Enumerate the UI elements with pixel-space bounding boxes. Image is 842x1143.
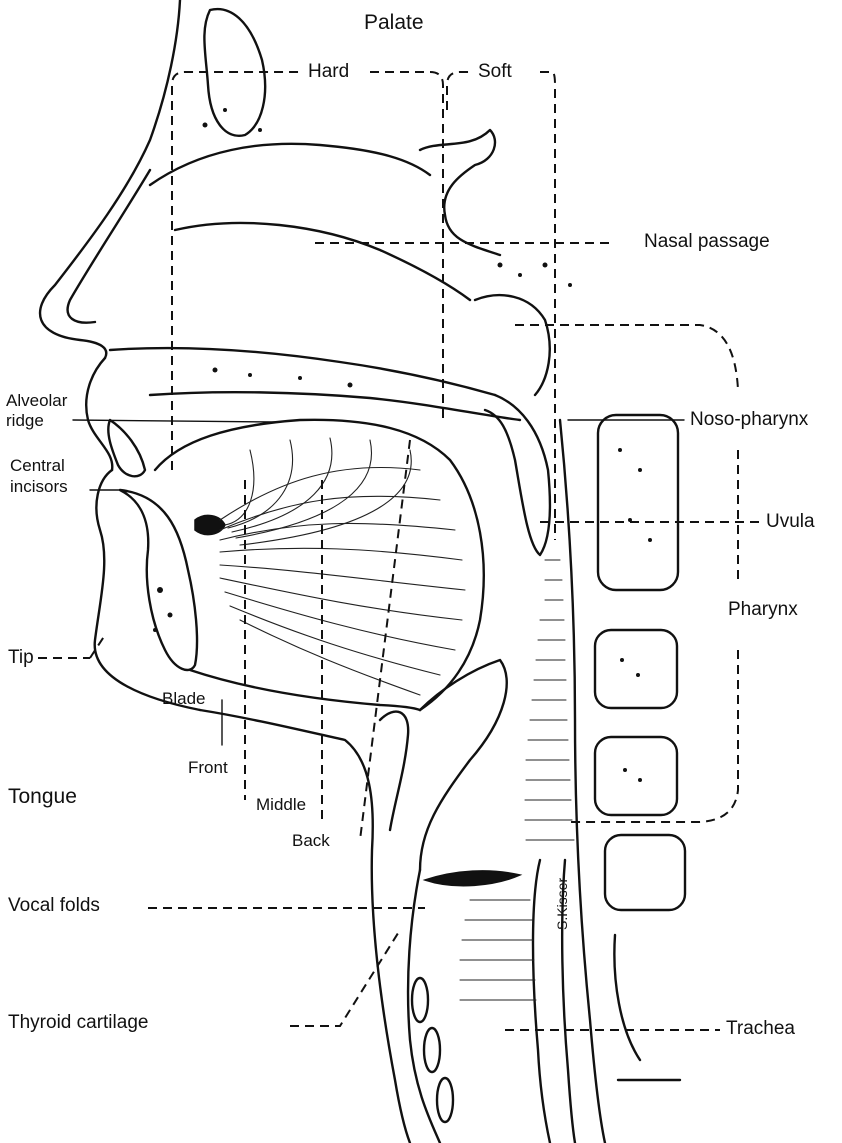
tongue-muscle-fibres	[220, 438, 465, 695]
trachea-front	[533, 860, 550, 1143]
sphenoid-outline	[420, 130, 500, 255]
upper-lip	[86, 358, 112, 470]
tracheal-rings	[412, 978, 453, 1122]
pharynx-front-wall	[420, 660, 507, 870]
label-trachea: Trachea	[726, 1019, 795, 1039]
label-soft: Soft	[478, 62, 512, 82]
epiglottis	[380, 712, 408, 830]
lower-incisor	[120, 490, 197, 670]
illustrator-signature: S.Kisser	[555, 878, 570, 930]
turbinate-outline	[175, 223, 470, 300]
mouth-opening	[195, 515, 225, 534]
tongue-underside	[190, 670, 420, 710]
label-middle: Middle	[256, 796, 306, 814]
hard-palate-bottom	[150, 392, 520, 420]
bone-stipple	[153, 108, 572, 632]
label-central-incisors-line2: incisors	[10, 478, 68, 496]
hard-palate-top	[110, 348, 495, 395]
label-back: Back	[292, 832, 330, 850]
vocal-fold-slit	[425, 871, 520, 886]
nostril-inner	[68, 170, 150, 323]
label-blade: Blade	[162, 690, 205, 708]
adenoid	[475, 295, 550, 395]
label-uvula: Uvula	[766, 512, 815, 532]
vertebra-stipple	[618, 448, 652, 782]
label-tongue: Tongue	[8, 786, 77, 808]
nasal-floor-upper	[150, 144, 430, 185]
label-alveolar-ridge-line1: Alveolar	[6, 392, 67, 410]
label-tip: Tip	[8, 648, 34, 668]
label-pharynx: Pharynx	[728, 600, 798, 620]
label-palate: Palate	[364, 12, 424, 34]
label-vocal-folds: Vocal folds	[8, 896, 100, 916]
chin-neck-outline	[200, 710, 410, 1143]
hard-palate-bracket	[172, 72, 443, 470]
alveolar-ridge-leader	[73, 420, 275, 422]
label-thyroid-cartilage: Thyroid cartilage	[8, 1013, 148, 1033]
label-nasal-passage: Nasal passage	[644, 232, 770, 252]
label-central-incisors-line1: Central	[10, 457, 65, 475]
upper-incisor	[108, 420, 145, 476]
cervical-vertebrae	[595, 415, 685, 1080]
label-alveolar-ridge-line2: ridge	[6, 412, 44, 430]
pharynx-shading	[460, 560, 574, 1000]
tongue-dorsum	[155, 420, 484, 710]
label-front: Front	[188, 759, 228, 777]
label-hard: Hard	[308, 62, 349, 82]
label-noso-pharynx: Noso-pharynx	[690, 410, 808, 430]
